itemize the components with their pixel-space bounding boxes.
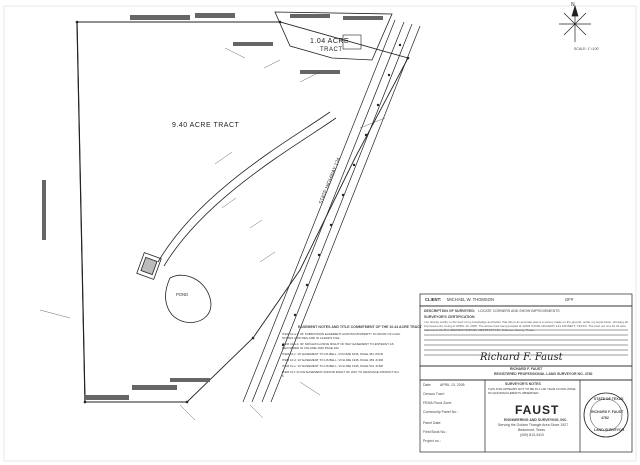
gf-label: GF# bbox=[565, 297, 574, 302]
client-label: CLIENT: bbox=[425, 297, 442, 302]
pond bbox=[165, 274, 212, 323]
company-line3: Beaumont, Texas bbox=[518, 428, 545, 432]
community-label: Community Panel No.: bbox=[423, 410, 459, 414]
signature: Richard F. Faust bbox=[480, 352, 563, 363]
easement-item-1: ITEM 10.a.1: 25' SUBDIVISION EASEMENT AC… bbox=[282, 332, 401, 340]
description-note: LOCATE CORNERS AND SHOW IMPROVEMENTS bbox=[478, 309, 560, 313]
company-line4: (409) 813-3410 bbox=[520, 433, 544, 437]
building bbox=[136, 252, 162, 280]
easement-item-6: ITEM 10.f: FLOW EASEMENT AND/OR RIGHT OF… bbox=[282, 370, 400, 378]
title-block bbox=[419, 293, 633, 453]
description-heading: DESCRIPTION OF SURVEYED: bbox=[424, 309, 476, 313]
upper-tract-label: 1.04 ACRE bbox=[310, 38, 350, 45]
client-name: MICHAEL W. THOMSON bbox=[447, 297, 494, 302]
north-label: N bbox=[571, 2, 575, 8]
pond-label: POND bbox=[176, 292, 189, 297]
upper-tract-sub: TRACT bbox=[320, 47, 343, 53]
surveyor-seal bbox=[583, 392, 629, 438]
panel-date-label: Panel Date: bbox=[423, 421, 442, 425]
easement-item-4: ITEM 10.d: 10' EASEMENT TO HS BELL, VOLU… bbox=[282, 358, 384, 362]
main-tract-label: 9.40 ACRE TRACT bbox=[172, 122, 240, 129]
company-line2: Serving the Golden Triangle Area Since 1… bbox=[498, 423, 569, 427]
north-arrow-icon bbox=[559, 4, 591, 42]
surveyor-notes-heading: SURVEYOR'S NOTES bbox=[505, 382, 541, 386]
date-value: APRIL 13, 2005 bbox=[440, 383, 465, 387]
page-border bbox=[3, 5, 637, 462]
certification-body: I do hereby certify, to the best of my k… bbox=[424, 320, 628, 332]
surveyor-notes-text: THIS SITE APPEARS NOT TO BE IN A 100 YEA… bbox=[488, 387, 577, 395]
surveyor-title: REGISTERED PROFESSIONAL LAND SURVEYOR NO… bbox=[494, 372, 593, 376]
tract-boundary bbox=[76, 21, 409, 403]
company-name: FAUST bbox=[515, 403, 560, 417]
easement-item-3: ITEM 10.c: 10' EASEMENT TO HS BELL, VOLU… bbox=[282, 352, 383, 356]
company-line1: ENGINEERING AND SURVEYING, INC. bbox=[504, 418, 568, 422]
seal-number: 4782 bbox=[601, 416, 609, 420]
field-book-label: Field Book No.: bbox=[423, 430, 447, 434]
seal-top: STATE OF TEXAS bbox=[594, 397, 624, 401]
property-corners bbox=[75, 20, 410, 404]
upper-tract-boundary bbox=[274, 11, 393, 61]
description-text-lines bbox=[424, 329, 628, 356]
driveway bbox=[157, 111, 337, 267]
surveyor-name: RICHARD F. FAUST bbox=[510, 367, 543, 371]
census-label: Census Tract: bbox=[423, 392, 445, 396]
fema-label: FEMA Flood Zone: bbox=[423, 401, 453, 405]
date-label: Date: bbox=[423, 383, 432, 387]
seal-bottom: LAND SURVEYOR bbox=[594, 428, 625, 432]
easement-item-5: ITEM 10.e: 10' EASEMENT TO HS BELL, VOLU… bbox=[282, 364, 384, 368]
easement-heading: EASEMENT NOTES AND TITLE COMMITMENT OF T… bbox=[298, 325, 422, 329]
certification-heading: SURVEYOR'S CERTIFICATION bbox=[424, 315, 475, 319]
scale-label: SCALE: 1"=100' bbox=[574, 47, 600, 51]
easement-item-2: ITEM 10.a.2: 30' NON-EXCLUSIVE RIGHT OF … bbox=[282, 342, 394, 350]
highway-strip bbox=[242, 19, 421, 403]
utility-poles bbox=[281, 43, 402, 347]
leader-lines bbox=[39, 47, 386, 421]
project-label: Project no.: bbox=[423, 439, 441, 443]
seal-middle: RICHARD F. FAUST bbox=[591, 410, 624, 414]
